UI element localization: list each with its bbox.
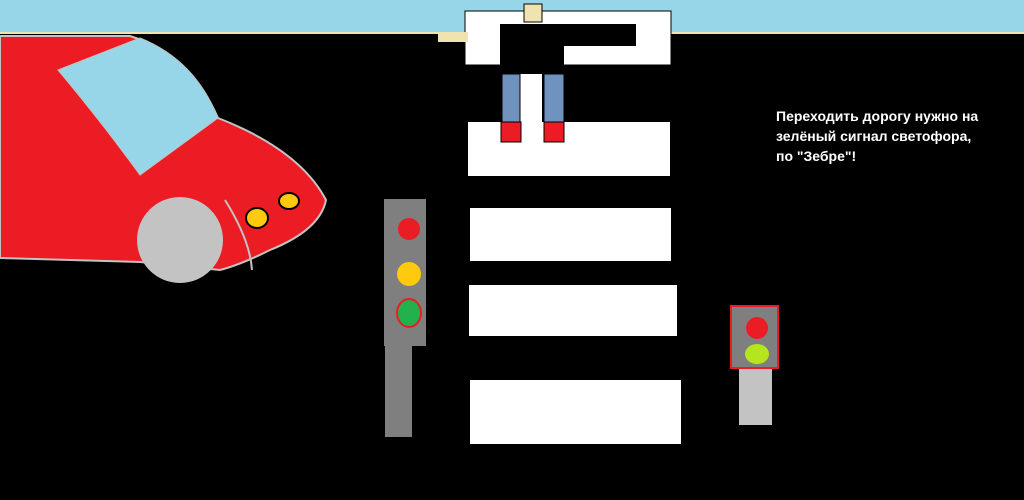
pedestrian-signal-lime-light bbox=[745, 344, 769, 364]
distant-vehicle-roof bbox=[523, 3, 543, 23]
caption-line-2: зелёный сигнал светофора, bbox=[776, 128, 972, 144]
road-safety-caption: Переходить дорогу нужно на зелёный сигна… bbox=[776, 106, 1020, 166]
pedestrian-shoe-right bbox=[543, 121, 565, 143]
distant-vehicle bbox=[438, 3, 672, 66]
car-wheel bbox=[137, 197, 223, 283]
pedestrian-shoe-left bbox=[500, 121, 522, 143]
traffic-light-icon bbox=[384, 199, 426, 437]
signal-yellow-light bbox=[397, 262, 421, 286]
caption-line-1: Переходить дорогу нужно на bbox=[776, 108, 979, 124]
pedestrian-leg-right bbox=[543, 73, 565, 123]
traffic-light-pole bbox=[385, 340, 412, 437]
pedestrian-gap bbox=[520, 74, 542, 122]
pedestrian-signal-red-light bbox=[746, 317, 768, 339]
zebra-stripe bbox=[470, 208, 671, 261]
distant-vehicle-pillar bbox=[500, 40, 564, 66]
car-fender-line bbox=[224, 199, 253, 271]
zebra-stripe bbox=[470, 380, 681, 444]
pedestrian-leg-left bbox=[501, 73, 521, 123]
zebra-stripe bbox=[468, 122, 670, 176]
headlight-icon bbox=[245, 207, 269, 229]
zebra-crossing bbox=[468, 122, 681, 444]
distant-vehicle-bar bbox=[438, 32, 468, 42]
car-windshield bbox=[57, 37, 219, 176]
pedestrian-signal-pole bbox=[739, 366, 772, 425]
zebra-stripe bbox=[469, 285, 677, 336]
caption-line-3: по "Зебре"! bbox=[776, 148, 857, 164]
pedestrian-signal-icon bbox=[730, 305, 779, 425]
red-car bbox=[0, 35, 328, 283]
signal-red-light bbox=[398, 218, 420, 240]
headlight-icon bbox=[278, 192, 300, 210]
signal-green-light bbox=[396, 298, 422, 328]
